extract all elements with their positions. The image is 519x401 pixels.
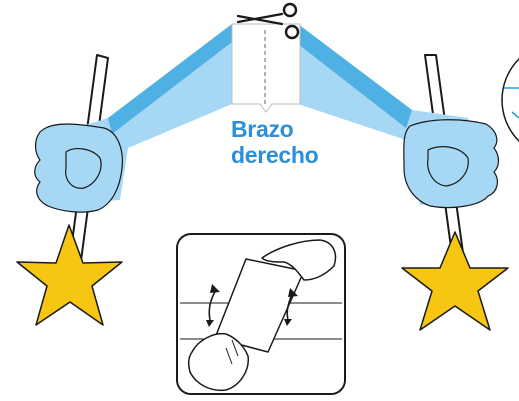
- star-icon: [402, 232, 508, 330]
- circle-fragment: [502, 42, 519, 158]
- arm-label-line-2: derecho: [231, 143, 318, 168]
- left-arm-band: [35, 24, 232, 212]
- arm-label-line-1: Brazo: [231, 117, 293, 142]
- instruction-box: [177, 234, 345, 394]
- star-icon: [17, 225, 122, 325]
- right-arm-band: [298, 24, 499, 208]
